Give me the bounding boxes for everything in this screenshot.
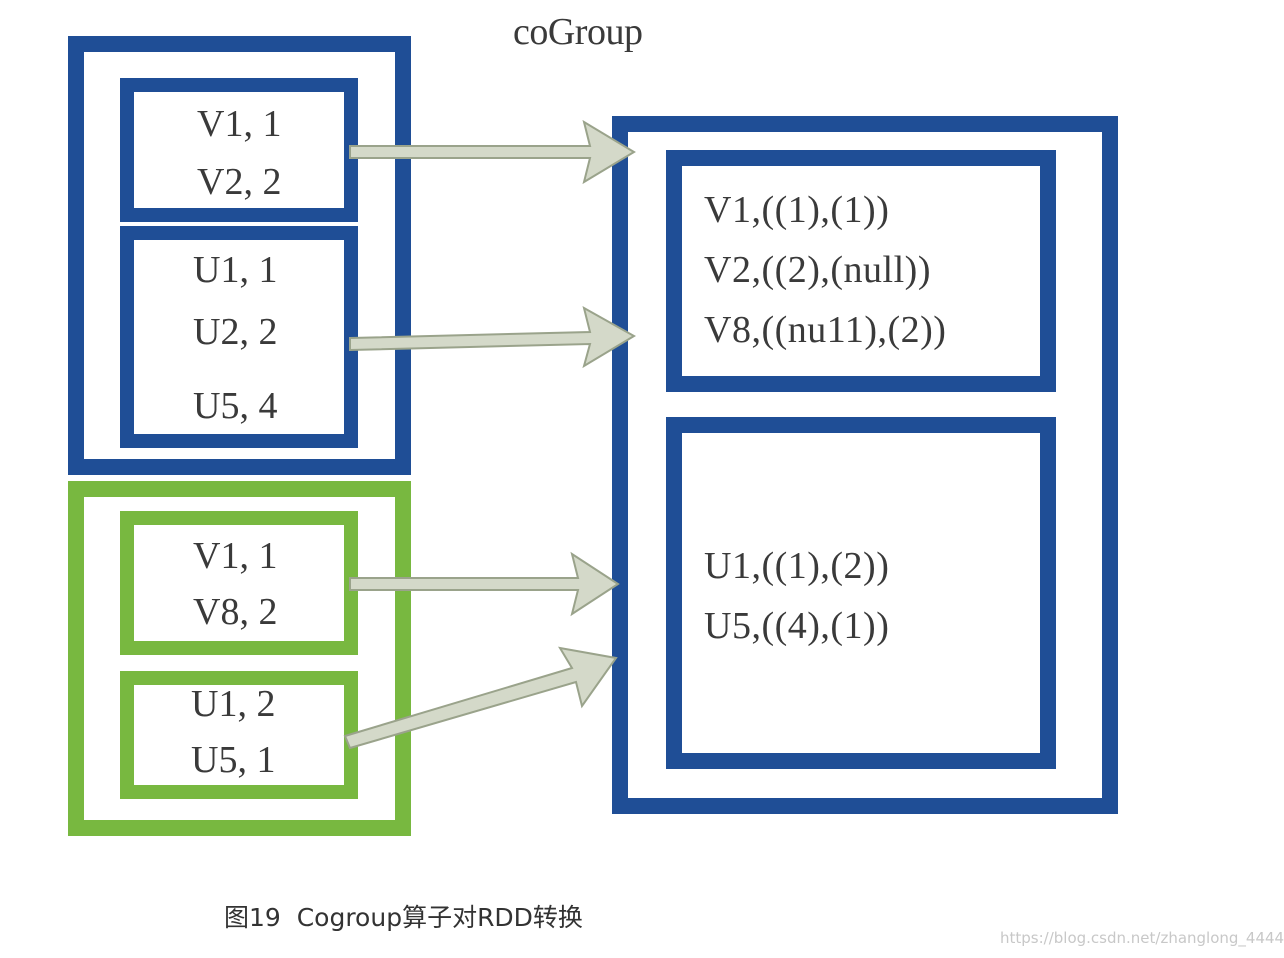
rdd2-partition-u xyxy=(120,671,358,799)
figure-caption: 图19 Cogroup算子对RDD转换 xyxy=(224,903,583,932)
rdd2-u-line2: U5, 1 xyxy=(191,739,276,781)
arrow-rdd1-u-to-result xyxy=(349,305,636,369)
result-v-line2: V2,((2),(null)) xyxy=(704,249,931,291)
rdd1-partition-u xyxy=(120,226,358,448)
result-partition-u xyxy=(666,417,1056,769)
rdd1-v-line2: V2, 2 xyxy=(197,161,282,203)
rdd1-v-line1: V1, 1 xyxy=(197,103,282,145)
result-u-line1: U1,((1),(2)) xyxy=(704,545,890,587)
result-u-line2: U5,((4),(1)) xyxy=(704,605,890,647)
result-v-line3: V8,((nu11),(2)) xyxy=(704,309,947,351)
result-v-line1: V1,((1),(1)) xyxy=(704,189,890,231)
rdd1-u-line3: U5, 4 xyxy=(193,385,278,427)
arrow-rdd2-v-to-result xyxy=(349,551,620,617)
watermark: https://blog.csdn.net/zhanglong_4444 xyxy=(1000,929,1284,947)
rdd1-u-line1: U1, 1 xyxy=(193,249,278,291)
diagram-title: coGroup xyxy=(513,11,643,53)
rdd2-u-line1: U1, 2 xyxy=(191,683,276,725)
arrow-rdd2-u-to-result xyxy=(343,646,618,750)
rdd1-u-line2: U2, 2 xyxy=(193,311,278,353)
rdd2-partition-v xyxy=(120,511,358,655)
rdd2-v-line2: V8, 2 xyxy=(193,591,278,633)
rdd2-v-line1: V1, 1 xyxy=(193,535,278,577)
result-partition-v xyxy=(666,150,1056,392)
arrow-rdd1-v-to-result xyxy=(349,119,636,185)
